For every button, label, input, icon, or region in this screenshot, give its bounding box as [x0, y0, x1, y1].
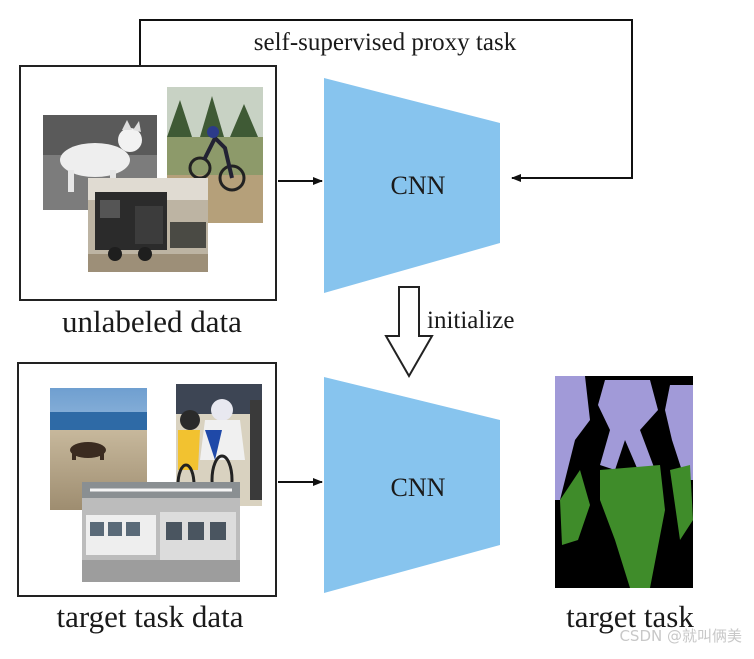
segmentation-output: [555, 376, 693, 588]
initialize-label: initialize: [427, 307, 514, 334]
target-task-caption: target task: [566, 599, 694, 634]
proxy-task-loop-line: [139, 19, 633, 182]
dog-photo: [43, 115, 157, 210]
cnn-bottom-label: CNN: [391, 473, 446, 502]
proxy-task-label: self-supervised proxy task: [254, 29, 517, 56]
unlabeled-data-caption: unlabeled data: [62, 304, 242, 339]
initialize-arrow: [384, 286, 434, 379]
watermark-text: CSDN @就叫俩美: [619, 627, 742, 645]
cnn-top-label: CNN: [391, 171, 446, 200]
cnn-top-shape: [324, 78, 500, 293]
station-photo: [82, 482, 240, 582]
target-task-data-caption: target task data: [56, 599, 243, 634]
train-photo: [88, 178, 208, 272]
cnn-bottom-shape: [324, 377, 500, 593]
